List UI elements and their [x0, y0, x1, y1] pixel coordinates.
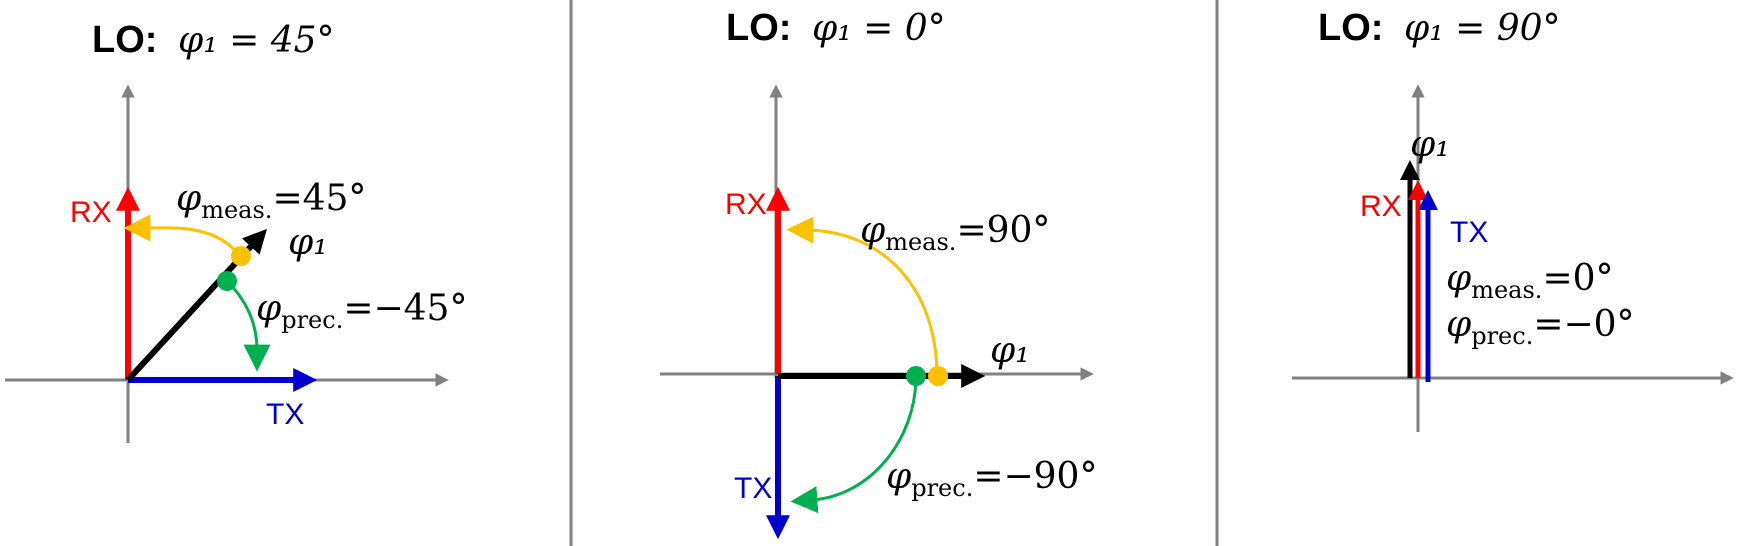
meas-label: φmeas.=45° [176, 178, 366, 224]
meas-point [231, 246, 251, 266]
prec-point [217, 271, 237, 291]
prec-label: φprec.=−0° [1446, 304, 1635, 350]
meas-label: φmeas.=0° [1446, 258, 1614, 304]
panel-title-math: φ₁ = 0° [812, 8, 946, 49]
prec-point [906, 366, 926, 386]
tx-label: TX [1450, 216, 1488, 249]
panel-title-prefix: LO: [726, 7, 791, 49]
tx-label: TX [734, 472, 772, 505]
panel-lo-0: LO: φ₁ = 0° RX TX φ₁ φmeas.=90° φprec.=−… [660, 7, 1097, 540]
tx-label: TX [266, 398, 304, 431]
prec-arc [790, 375, 918, 514]
phi1-vector [125, 228, 267, 383]
panel-title-math: φ₁ = 90° [1404, 8, 1561, 49]
meas-arc [786, 216, 939, 377]
rx-label: RX [70, 196, 112, 229]
panel-title-prefix: LO: [92, 19, 157, 61]
phi1-label: φ₁ [990, 330, 1030, 371]
panel-title-math: φ₁ = 45° [178, 20, 335, 61]
meas-point [928, 366, 948, 386]
prec-label: φprec.=−90° [886, 456, 1097, 502]
rx-label: RX [725, 188, 767, 221]
phi1-label: φ₁ [1410, 124, 1450, 165]
panel-title-prefix: LO: [1318, 7, 1383, 49]
meas-label: φmeas.=90° [860, 210, 1050, 256]
prec-label: φprec.=−45° [256, 288, 467, 334]
rx-label: RX [1360, 190, 1402, 223]
phi1-label: φ₁ [288, 222, 328, 263]
panel-lo-90: LO: φ₁ = 90° φ₁ RX TX φmeas.=0° φprec.=−… [1292, 7, 1734, 432]
panel-lo-45: LO: φ₁ = 45° RX TX φ₁ φmeas.=45° φprec.=… [5, 19, 467, 443]
prec-arc [225, 279, 271, 372]
meas-arc [123, 214, 242, 257]
